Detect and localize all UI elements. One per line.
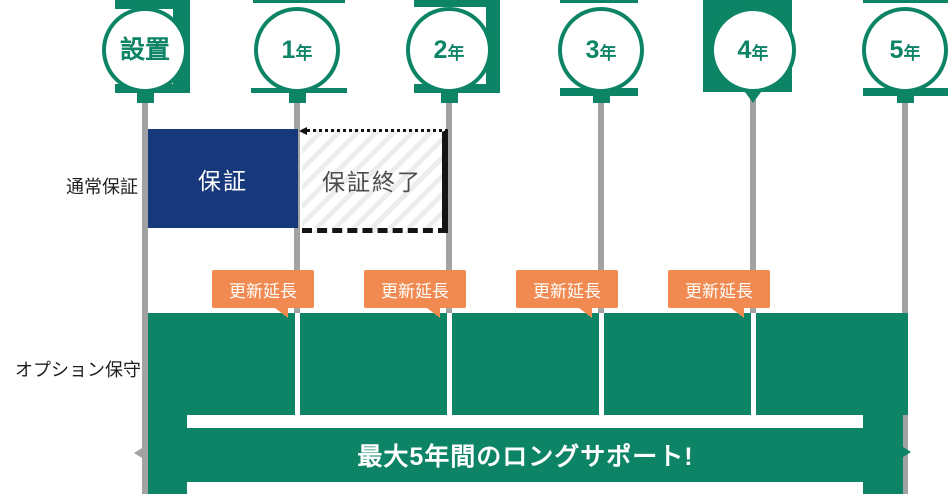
renewal-extension-badge: 更新延長 [364,270,466,318]
renewal-extension-label: 更新延長 [685,281,753,301]
node-label: 4 [737,35,752,64]
warranty-expired-label: 保証終了 [322,169,422,195]
renewal-extension-label: 更新延長 [381,281,449,301]
renewal-extension-label: 更新延長 [229,281,297,301]
node-backing [115,84,190,93]
node-backing [703,0,792,92]
timeline-pole-year3 [598,97,604,313]
node-label: 3 [585,35,600,64]
timeline-pole-year5 [902,97,908,494]
timeline-pole-year2 [446,97,452,313]
label-option-maintenance: オプション保守 [15,360,141,380]
sketch-corner-mark [299,127,307,135]
warranty-active-box: 保証 [148,129,298,228]
arrow-right-icon [903,447,911,457]
node-circle: 設置 [102,7,188,93]
maintenance-band-segment [452,313,599,415]
warranty-expired-box: 保証終了 [302,129,448,233]
timeline-pole-setup [142,97,148,494]
maintenance-band-segment [148,313,295,415]
node-backing [115,0,190,9]
node-backing [414,84,500,93]
timeline-pole-year4 [750,97,756,313]
node-label-unit: 年 [295,43,313,63]
node-backing [863,88,948,96]
maintenance-band-segment [756,313,908,415]
node-label-unit: 年 [447,43,465,63]
renewal-extension-label: 更新延長 [533,281,601,301]
node-label: 2 [433,35,448,64]
maintenance-band-segment [604,313,751,415]
node-backing [251,88,347,93]
node-backing [173,0,190,84]
node-backing [863,0,948,3]
renewal-extension-badge: 更新延長 [668,270,770,318]
node-backing [560,0,638,3]
node-backing [253,0,345,3]
label-normal-warranty: 通常保証 [66,177,138,197]
node-label: 設置 [119,35,170,64]
node-label-unit: 年 [751,43,769,63]
warranty-active-label: 保証 [198,167,248,194]
node-label: 5 [889,35,904,64]
long-support-banner: 最大5年間のロングサポート! [148,428,903,482]
node-label-unit: 年 [599,43,617,63]
long-support-banner-text: 最大5年間のロングサポート! [357,443,694,471]
maintenance-band-segment [300,313,447,415]
node-backing [560,88,638,96]
renewal-extension-badge: 更新延長 [516,270,618,318]
node-label: 1 [281,35,296,64]
renewal-extension-badge: 更新延長 [212,270,314,318]
node-backing [486,0,500,84]
node-backing [414,0,500,7]
arrow-left-icon [134,448,142,458]
node-label-unit: 年 [903,43,921,63]
